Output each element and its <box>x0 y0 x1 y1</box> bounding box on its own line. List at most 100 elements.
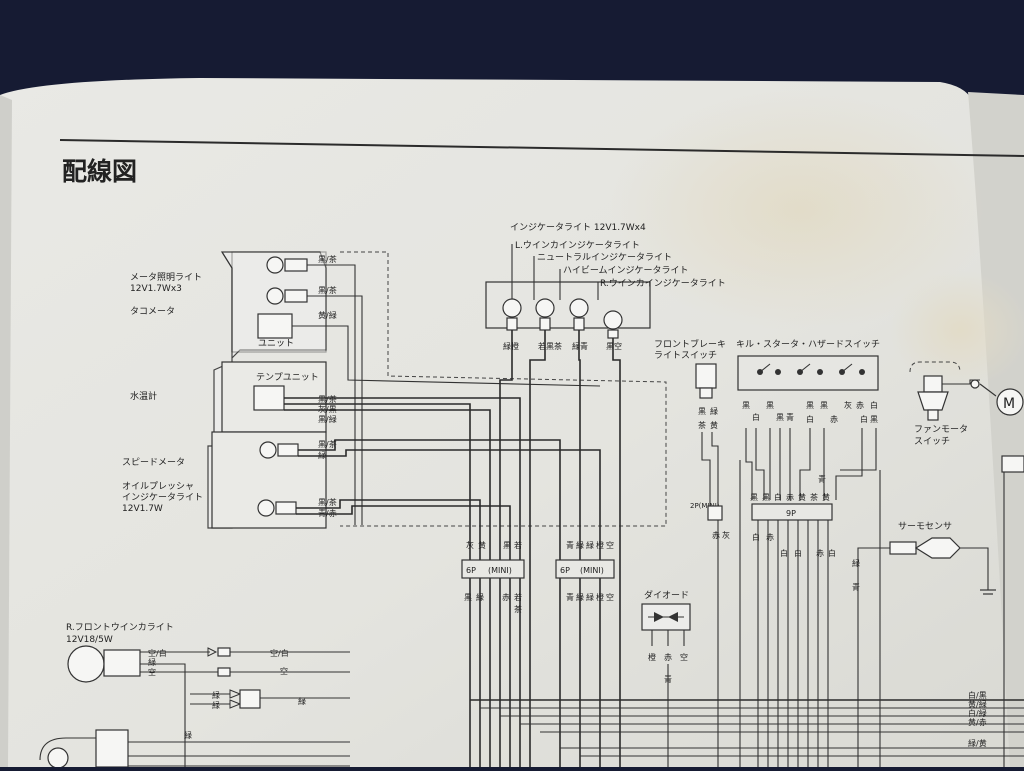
kill-switch-label: キル・スタータ・ハザードスイッチ <box>736 339 880 350</box>
connector-6p-left: 6P (MINI) 灰 黄 黒 若 黒 緑 赤 若 茶 <box>461 540 525 614</box>
indicator-wire-label: 緑橙 <box>503 341 519 351</box>
bottom-left-components: 緑 <box>39 729 350 769</box>
c2-bottom-wire: 青 <box>566 592 574 602</box>
c1-bottom-wire: 黒 <box>464 593 472 602</box>
thermo-sensor-label: サーモセンサ <box>898 521 952 532</box>
c2-bottom-wire: 緑 <box>586 592 594 602</box>
c3-top-wire: 茶 <box>810 492 818 502</box>
c2-top-wire: 青 <box>566 540 574 550</box>
c3-bottom-wire: 白 <box>752 532 760 542</box>
kill-wire: 黒 <box>806 401 814 410</box>
brake-label-1: フロントブレーキ <box>654 338 726 350</box>
brake-conn-wire: 赤 <box>712 531 720 540</box>
winker-out-wire: 空 <box>280 666 288 676</box>
kill-wire: 白 <box>870 400 878 410</box>
tacho-unit <box>257 313 293 339</box>
c2-bottom-wire: 橙 <box>596 592 604 602</box>
c3-bottom-wire: 赤 <box>766 533 774 542</box>
harness-wire-label: 黄/緑 <box>968 699 987 709</box>
meter-wire-label: 青/赤 <box>318 508 337 518</box>
c3-top-wire: 黒 <box>750 493 758 502</box>
illum-bulb-1 <box>266 256 284 274</box>
c2-bottom-wire: 緑 <box>576 592 584 602</box>
winker-wire: 緑 <box>212 700 220 710</box>
fan-motor-switch: ファンモータ スイッチ M <box>909 361 1024 473</box>
c2-top-wire: 橙 <box>596 540 604 550</box>
c3-top-wire: 黄 <box>798 492 806 502</box>
c3-top-wire: 赤 <box>786 493 794 502</box>
fan-switch-label-1: ファンモータ <box>914 424 968 435</box>
bottom-wire: 緑 <box>184 730 192 740</box>
winker-wire: 空/白 <box>148 648 167 658</box>
kill-wire: 赤 <box>830 415 838 424</box>
c3-bottom-wire: 白 <box>780 548 788 558</box>
water-temp-label: 水温計 <box>130 390 157 402</box>
meter-harness-boundary <box>340 251 667 527</box>
indicator-bulb-highbeam <box>569 298 589 318</box>
kill-wire: 白 <box>752 412 760 422</box>
brake-wire: 茶 <box>698 420 706 430</box>
indicator-bulb-neutral <box>535 298 555 318</box>
c2-top-wire: 緑 <box>586 540 594 550</box>
diode-wire: 空 <box>680 652 688 662</box>
front-winker-spec: 12V18/5W <box>66 635 113 645</box>
kill-starter-hazard-switch: キル・スタータ・ハザードスイッチ 黒 白 黒 黒 青 黒 黒 灰 赤 白 白 赤… <box>736 339 880 500</box>
kill-wire: 白 <box>806 414 814 424</box>
meter-wire-label: 黒/茶 <box>318 254 337 264</box>
winker-out-wire: 緑 <box>298 696 306 706</box>
c3-top-wire: 黒 <box>762 493 770 502</box>
c3-top-wire: 白 <box>774 492 782 502</box>
meter-wire-label: 灰/黒 <box>318 404 337 414</box>
kill-wire: 黒 <box>870 415 878 424</box>
kill-wire: 青 <box>786 412 794 422</box>
indicator-lamp-label: ニュートラルインジケータライト <box>537 252 672 263</box>
c2-top-wire: 緑 <box>576 540 584 550</box>
main-harness: 白/黒 黄/緑 白/緑 黄/赤 緑/黄 <box>470 460 1024 770</box>
header-rule <box>59 139 1024 157</box>
indicator-bulb-l-winker <box>502 298 522 318</box>
brake-wire: 緑 <box>710 406 718 416</box>
kill-wire: 黒 <box>820 401 828 410</box>
kill-wire: 黒 <box>776 413 784 422</box>
connector-sub-label: (MINI) <box>580 566 604 575</box>
front-winker-light: R.フロントウインカライト 12V18/5W 空/白 緑 空 緑 緑 空/白 空… <box>66 622 350 767</box>
oil-label-1: オイルプレッシャ <box>122 481 194 492</box>
c1-top-wire: 黒 <box>503 541 511 550</box>
c3-bottom-wire: 赤 <box>816 549 824 558</box>
fan-switch-label-2: スイッチ <box>914 436 950 447</box>
c1-bottom-wire: 緑 <box>476 592 484 602</box>
harness-wire-label: 白/黒 <box>968 690 987 700</box>
indicator-lamp-label: L.ウインカインジケータライト <box>515 240 640 251</box>
meter-wire-label: 緑 <box>318 450 326 460</box>
diode: ダイオード 橙 赤 空 青 <box>641 589 691 770</box>
c1-bottom-wire: 若 <box>514 592 522 602</box>
c1-top-wire: 若 <box>514 540 522 550</box>
indicator-wire-label: 緑青 <box>572 341 588 351</box>
indicator-wire-label: 若黒茶 <box>538 341 562 351</box>
diode-wire: 赤 <box>664 653 672 662</box>
indicator-lamp-label: ハイビームインジケータライト <box>563 265 689 276</box>
illum-label: メータ照明ライト <box>130 272 202 283</box>
speedo-label: スピードメータ <box>122 457 185 468</box>
harness-wire-label: 白/緑 <box>968 708 987 718</box>
fan-motor <box>996 388 1024 416</box>
c3-top-wire: 黄 <box>822 492 830 502</box>
meter-wire-label: 黒/茶 <box>318 439 337 449</box>
c2-top-wire: 空 <box>606 540 614 550</box>
kill-wire: 白 <box>860 414 868 424</box>
meter-wire-label: 黄/緑 <box>318 310 337 320</box>
meter-wires <box>284 264 601 770</box>
indicator-wire-label: 黒空 <box>606 341 622 351</box>
connector-6p-right: 6P (MINI) 青 緑 緑 橙 空 青 緑 緑 橙 空 <box>555 540 615 602</box>
page-title: 配線図 <box>62 157 137 186</box>
front-winker-label: R.フロントウインカライト <box>66 622 174 633</box>
brake-wire: 黄 <box>710 420 718 430</box>
indicator-header: インジケータライト 12V1.7Wx4 <box>510 222 646 233</box>
diode-label: ダイオード <box>644 589 689 601</box>
brake-pin-label: 2P(MINI) <box>690 502 720 510</box>
brake-conn-wire: 灰 <box>722 530 730 540</box>
meter-wire-label: 黒/緑 <box>318 414 337 424</box>
thermo-wire: 青 <box>852 582 860 592</box>
c1-top-wire: 黄 <box>478 540 486 550</box>
